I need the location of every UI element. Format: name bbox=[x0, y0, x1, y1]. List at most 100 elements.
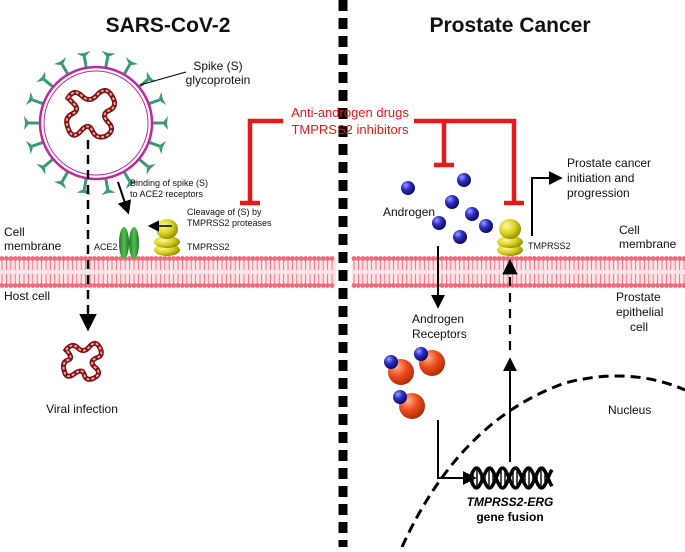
lipid-head bbox=[408, 283, 414, 288]
lipid-head bbox=[329, 283, 335, 288]
lipid-head bbox=[545, 256, 550, 261]
lipid-head bbox=[382, 283, 388, 288]
lipid-head bbox=[294, 256, 300, 261]
spike-glycoprotein bbox=[159, 91, 167, 105]
lipid-head bbox=[0, 256, 5, 261]
ar-label-2: Receptors bbox=[412, 327, 467, 341]
lipid-head bbox=[540, 283, 546, 288]
right-cell-membrane bbox=[351, 256, 685, 288]
lipid-head bbox=[395, 256, 401, 261]
lipid-head bbox=[43, 283, 49, 288]
tmprss2-label-left: TMPRSS2 bbox=[187, 242, 230, 252]
androgen-molecule bbox=[465, 207, 479, 221]
lipid-head bbox=[281, 256, 286, 261]
binding-label-1: Binding of spike (S) bbox=[130, 178, 208, 188]
prostate-label-3: cell bbox=[630, 320, 648, 334]
lipid-head bbox=[202, 283, 207, 288]
lipid-head bbox=[8, 283, 14, 288]
progression-arrow bbox=[531, 171, 563, 236]
lipid-head bbox=[272, 256, 278, 261]
lipid-head bbox=[364, 256, 370, 261]
lipid-head bbox=[624, 256, 630, 261]
lipid-head bbox=[17, 283, 22, 288]
lipid-head bbox=[162, 283, 168, 288]
lipid-head bbox=[30, 256, 36, 261]
lipid-head bbox=[470, 283, 476, 288]
lipid-head bbox=[127, 283, 132, 288]
lipid-head bbox=[228, 283, 234, 288]
lipid-head bbox=[474, 283, 480, 288]
lipid-head bbox=[492, 283, 498, 288]
lipid-head bbox=[290, 256, 295, 261]
lipid-head bbox=[386, 283, 392, 288]
lipid-head bbox=[567, 256, 572, 261]
lipid-head bbox=[549, 283, 555, 288]
lipid-head bbox=[175, 256, 181, 261]
lipid-head bbox=[281, 283, 286, 288]
lipid-head bbox=[395, 283, 401, 288]
right-title: Prostate Cancer bbox=[429, 14, 590, 37]
lipid-head bbox=[589, 283, 594, 288]
drugs-label-2: TMPRSS2 inhibitors bbox=[291, 122, 409, 137]
lipid-head bbox=[131, 283, 137, 288]
lipid-head bbox=[158, 283, 163, 288]
lipid-head bbox=[250, 256, 256, 261]
spike-glycoprotein bbox=[125, 57, 139, 66]
lipid-head bbox=[56, 283, 62, 288]
lipid-head bbox=[294, 283, 300, 288]
lipid-head bbox=[527, 283, 533, 288]
lipid-head bbox=[540, 256, 546, 261]
lipid-head bbox=[122, 283, 128, 288]
lipid-head bbox=[646, 256, 652, 261]
lipid-head bbox=[285, 283, 291, 288]
spike-callout-line bbox=[139, 71, 187, 86]
fusion-label-1: TMPRSS2-ERG bbox=[467, 495, 554, 509]
bound-androgen bbox=[414, 347, 428, 361]
lipid-head bbox=[17, 256, 22, 261]
lipid-head bbox=[268, 283, 273, 288]
lipid-head bbox=[8, 256, 14, 261]
prostate-label-1: Prostate bbox=[616, 290, 661, 304]
androgen-molecule bbox=[453, 230, 467, 244]
lipid-head bbox=[118, 283, 124, 288]
lipid-head bbox=[140, 256, 146, 261]
lipid-head bbox=[166, 256, 172, 261]
lipid-head bbox=[523, 256, 528, 261]
androgen-molecule bbox=[457, 173, 471, 187]
lipid-head bbox=[96, 256, 102, 261]
lipid-head bbox=[74, 283, 80, 288]
lipid-head bbox=[426, 283, 432, 288]
lipid-head bbox=[505, 256, 511, 261]
lipid-head bbox=[136, 283, 141, 288]
lipid-head bbox=[514, 283, 520, 288]
spike-glycoprotein bbox=[164, 116, 168, 130]
pca-label-2: initiation and bbox=[567, 171, 634, 185]
lipid-head bbox=[52, 283, 58, 288]
lipid-head bbox=[329, 256, 335, 261]
tmprss2-protease-right bbox=[497, 219, 523, 256]
left-cell-membrane bbox=[0, 256, 336, 288]
lipid-head bbox=[246, 256, 251, 261]
lipid-head bbox=[554, 283, 559, 288]
lipid-head bbox=[664, 283, 669, 288]
lipid-head bbox=[659, 283, 665, 288]
lipid-head bbox=[26, 256, 31, 261]
lipid-head bbox=[378, 256, 383, 261]
viral-envelope-inner bbox=[43, 70, 149, 176]
lipid-head bbox=[532, 283, 537, 288]
viral-rna-highlight bbox=[65, 89, 116, 139]
lipid-head bbox=[571, 283, 577, 288]
lipid-head bbox=[87, 256, 93, 261]
spike-glycoprotein bbox=[125, 180, 139, 189]
lipid-head bbox=[408, 256, 414, 261]
cleavage-label-2: TMPRSS2 proteases bbox=[187, 218, 272, 228]
lipid-head bbox=[672, 283, 678, 288]
lipid-head bbox=[391, 256, 396, 261]
viral-infection-label: Viral infection bbox=[46, 402, 118, 416]
lipid-head bbox=[448, 283, 454, 288]
lipid-head bbox=[677, 256, 682, 261]
lipid-head bbox=[298, 283, 304, 288]
lipid-head bbox=[422, 283, 427, 288]
lipid-head bbox=[532, 256, 537, 261]
lipid-head bbox=[224, 256, 229, 261]
